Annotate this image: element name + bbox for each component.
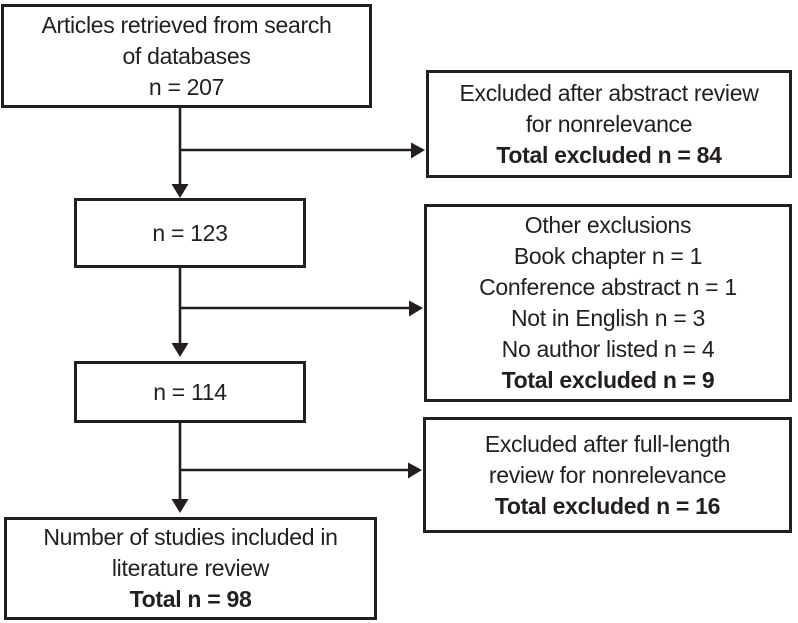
box-text-line: Not in English n = 3 — [510, 305, 706, 331]
box-text-line: of databases — [122, 42, 251, 69]
box-total-excluded: Total excluded n = 9 — [501, 367, 715, 393]
arrowhead-down-1 — [171, 184, 189, 198]
box-text-line: No author listed n = 4 — [501, 336, 715, 362]
arrowhead-right-1 — [411, 142, 425, 159]
box-count: n = 123 — [152, 219, 228, 246]
box-text-line: literature review — [111, 555, 270, 581]
box-text-line: review for nonrelevance — [488, 461, 727, 488]
box-count: n = 114 — [153, 378, 227, 405]
box-text-line: Articles retrieved from search — [41, 11, 332, 38]
arrowhead-right-3 — [408, 462, 422, 479]
box-text-line: Excluded after full-length — [484, 430, 731, 457]
box-text-line: Excluded after abstract review — [459, 79, 759, 106]
box-text-line: Other exclusions — [524, 212, 692, 238]
box-text-line: Book chapter n = 1 — [513, 243, 703, 269]
arrowhead-right-2 — [409, 300, 423, 317]
box-n123: n = 123 — [74, 198, 306, 268]
box-n114: n = 114 — [74, 361, 306, 423]
box-articles-retrieved: Articles retrieved from search of databa… — [1, 4, 372, 108]
box-excluded-abstract-review: Excluded after abstract review for nonre… — [426, 70, 792, 178]
box-total-excluded: Total excluded n = 84 — [496, 141, 722, 168]
box-studies-included: Number of studies included in literature… — [4, 517, 377, 620]
arrowhead-down-3 — [171, 499, 189, 513]
box-count: n = 207 — [148, 73, 225, 100]
arrowhead-down-2 — [171, 343, 189, 357]
box-text-line: for nonrelevance — [525, 110, 693, 137]
box-total-excluded: Total excluded n = 16 — [494, 492, 721, 519]
box-text-line: Number of studies included in — [43, 524, 338, 550]
box-excluded-fulllength-review: Excluded after full-length review for no… — [423, 417, 792, 533]
box-total-included: Total n = 98 — [129, 586, 252, 612]
box-other-exclusions: Other exclusions Book chapter n = 1 Conf… — [424, 204, 792, 402]
box-text-line: Conference abstract n = 1 — [479, 274, 737, 300]
